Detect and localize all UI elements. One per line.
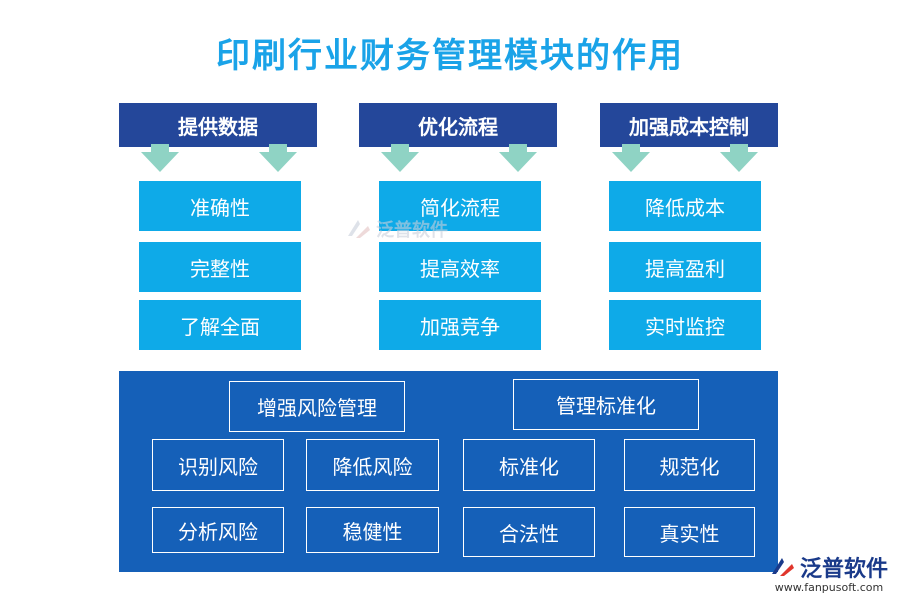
down-arrow-icon: [720, 144, 758, 172]
page-title: 印刷行业财务管理模块的作用: [216, 36, 684, 76]
item-reduce-cost: 降低成本: [609, 181, 761, 231]
item-completeness: 完整性: [139, 242, 301, 292]
down-arrow-icon: [259, 144, 297, 172]
down-arrow-icon: [381, 144, 419, 172]
header-standardized-management: 管理标准化: [513, 379, 699, 430]
item-realtime-monitoring: 实时监控: [609, 300, 761, 350]
brand-logo-icon: [771, 558, 794, 576]
brand-logo-icon: [348, 220, 370, 238]
item-authenticity: 真实性: [624, 507, 755, 557]
item-normalization: 规范化: [624, 439, 755, 491]
watermark-center: 泛普软件: [346, 216, 448, 242]
brand-name: 泛普软件: [799, 557, 888, 582]
item-improve-efficiency: 提高效率: [379, 242, 541, 292]
item-comprehensive: 了解全面: [139, 300, 301, 350]
down-arrow-icon: [499, 144, 537, 172]
item-legality: 合法性: [463, 507, 595, 557]
header-provide-data: 提供数据: [119, 103, 317, 147]
brand-url: www.fanpusoft.com: [774, 581, 884, 594]
down-arrow-icon: [612, 144, 650, 172]
item-simplify-process: 简化流程: [379, 181, 541, 231]
item-analyze-risk: 分析风险: [152, 507, 284, 553]
item-increase-profit: 提高盈利: [609, 242, 761, 292]
watermark-center-text: 泛普软件: [376, 220, 448, 241]
header-optimize-process: 优化流程: [359, 103, 557, 147]
header-cost-control: 加强成本控制: [600, 103, 778, 147]
brand-watermark: 泛普软件 www.fanpusoft.com: [770, 551, 888, 594]
item-accuracy: 准确性: [139, 181, 301, 231]
down-arrow-icon: [141, 144, 179, 172]
item-standardization: 标准化: [463, 439, 595, 491]
item-reduce-risk: 降低风险: [306, 439, 439, 491]
item-identify-risk: 识别风险: [152, 439, 284, 491]
bottom-panel: [119, 371, 778, 572]
item-strengthen-competition: 加强竞争: [379, 300, 541, 350]
header-risk-management: 增强风险管理: [229, 381, 405, 432]
item-robustness: 稳健性: [306, 507, 439, 553]
